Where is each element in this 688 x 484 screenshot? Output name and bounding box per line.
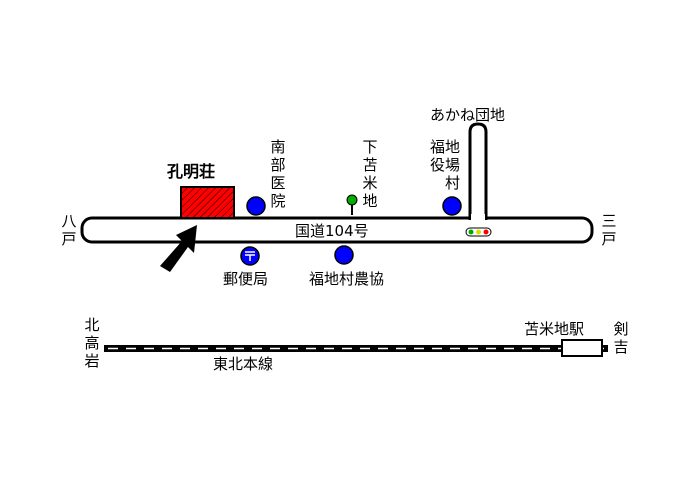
sannohe-label: 三戸 bbox=[601, 212, 617, 248]
route-104-road bbox=[80, 122, 594, 244]
route-label: 国道104号 bbox=[295, 222, 369, 240]
tree-icon bbox=[346, 194, 358, 215]
hachinohe-label: 八戸 bbox=[61, 212, 77, 248]
kohmeiso-building-icon bbox=[180, 186, 235, 219]
fukuchi-office-marker-icon bbox=[442, 196, 462, 216]
kohmeiso-label: 孔明荘 bbox=[167, 162, 216, 181]
arrow-icon bbox=[160, 225, 197, 272]
nokyo-marker-icon bbox=[334, 245, 354, 265]
kenyoshi-label: 剣吉 bbox=[613, 320, 629, 356]
post-office-label: 郵便局 bbox=[223, 270, 269, 288]
danchi-label: あかね団地 bbox=[430, 106, 506, 124]
tohoku-line-railway bbox=[104, 345, 608, 352]
post-office-icon bbox=[240, 246, 260, 266]
nanbu-clinic-marker-icon bbox=[246, 196, 266, 216]
traffic-signal-icon bbox=[465, 227, 492, 237]
kitatakaiwa-label: 北高岩 bbox=[84, 316, 100, 370]
nokyo-label: 福地村農協 bbox=[309, 270, 385, 288]
tomabechi-station-label: 苫米地駅 bbox=[524, 320, 585, 338]
nanbu-clinic-label: 南部医院 bbox=[270, 138, 286, 210]
line-label: 東北本線 bbox=[213, 355, 274, 373]
station-icon bbox=[561, 339, 603, 357]
shimotomabechi-label: 下苫米地 bbox=[362, 138, 378, 210]
fukuchi-office-label: 福地役場村 bbox=[429, 138, 460, 192]
